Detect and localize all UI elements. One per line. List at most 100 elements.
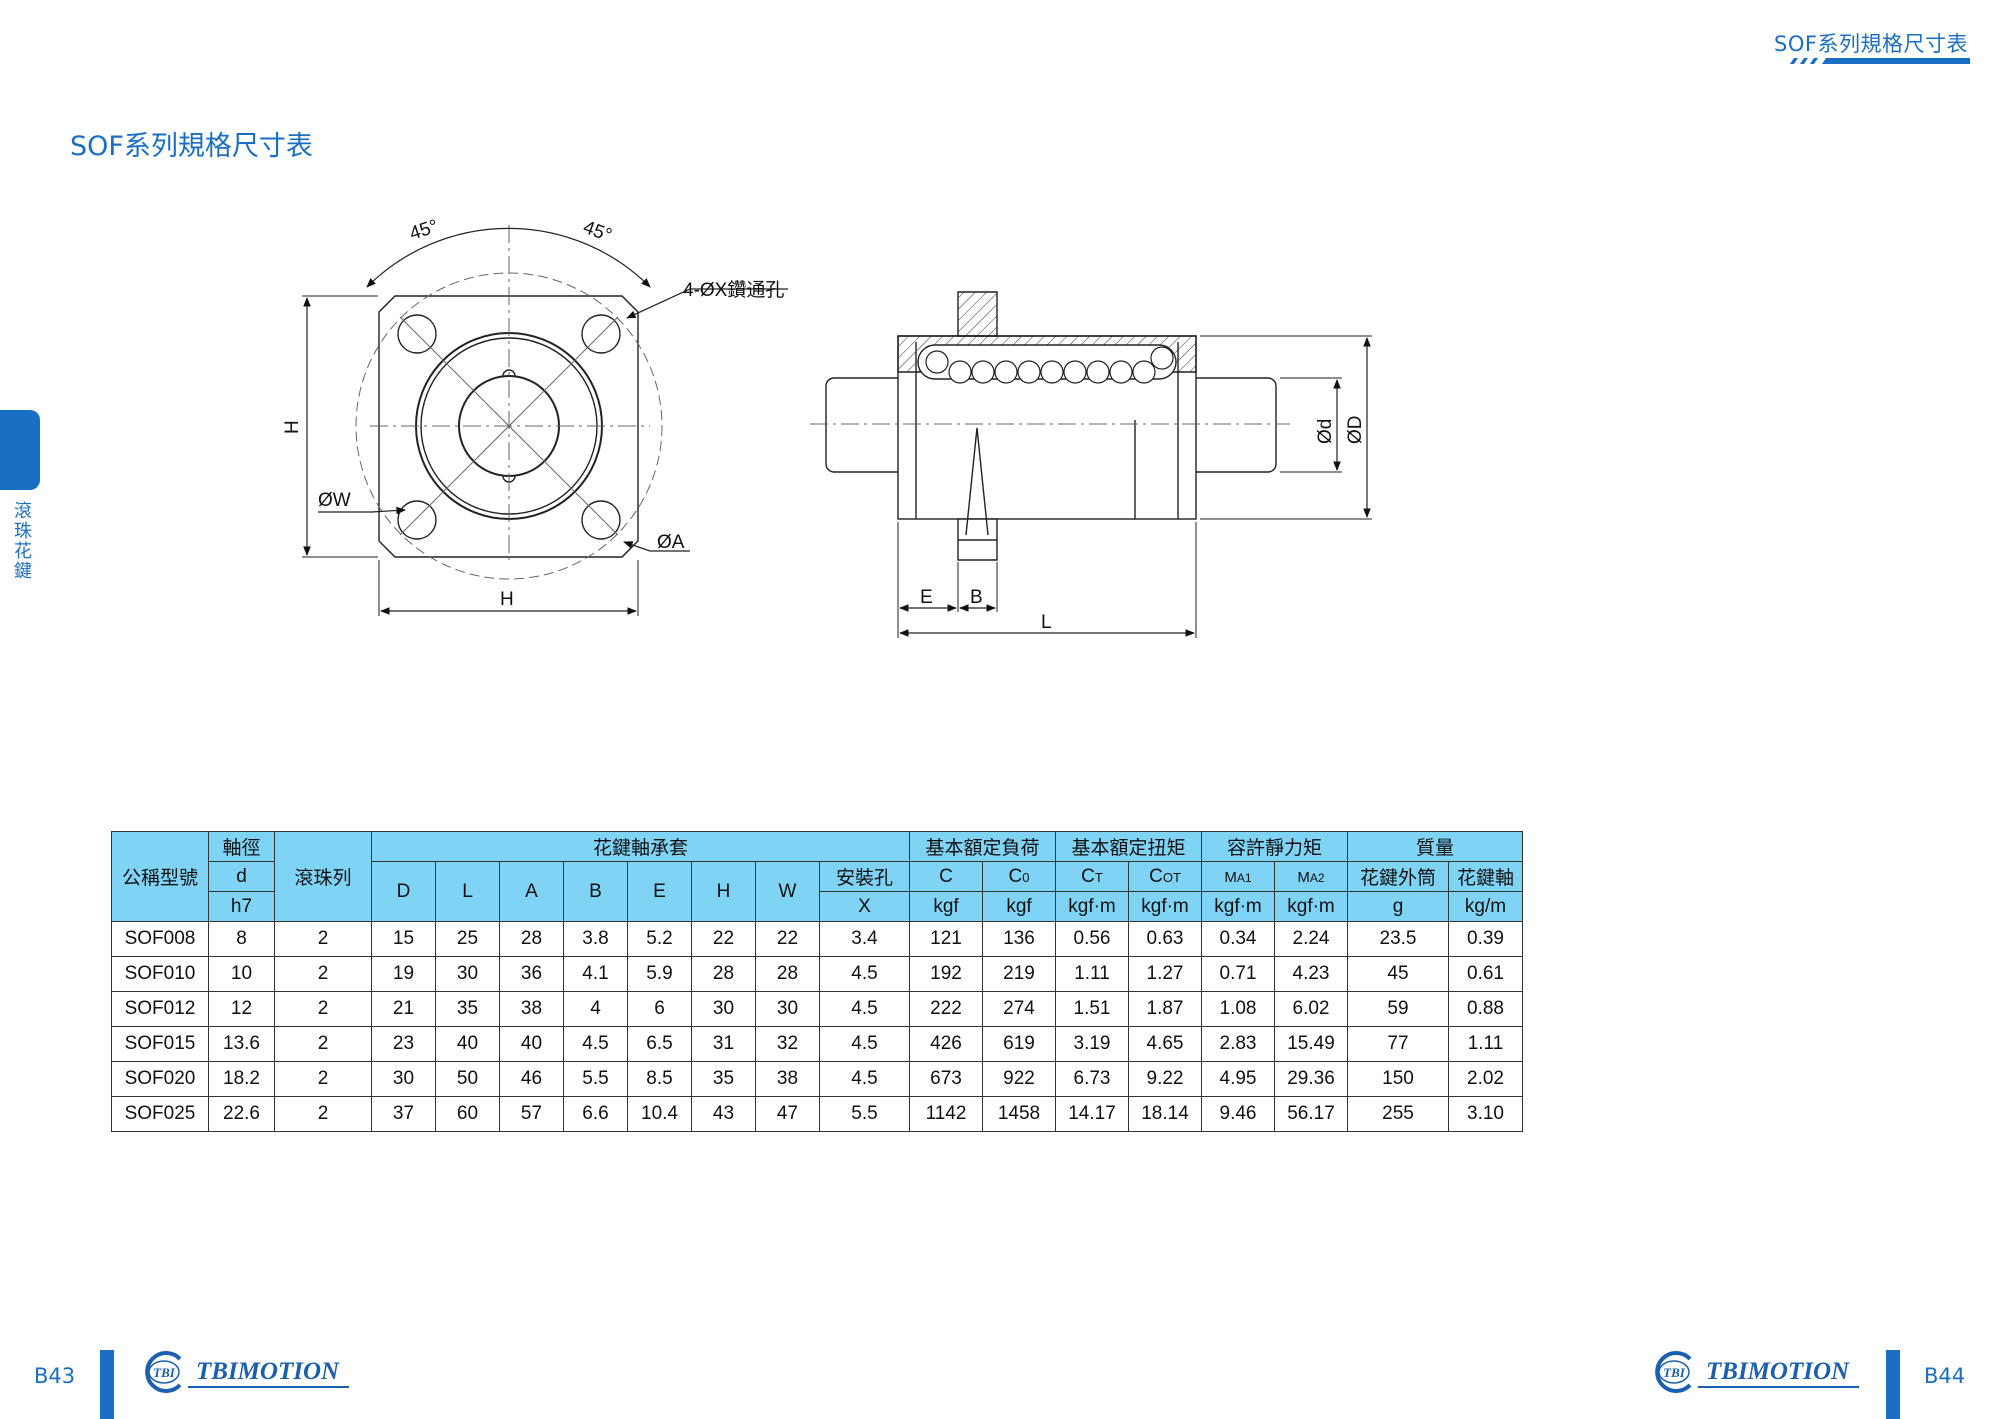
value-cell: 32 <box>755 1026 820 1062</box>
value-cell: 2.02 <box>1448 1061 1523 1097</box>
value-cell: 5.9 <box>627 956 692 992</box>
model-cell: SOF015 <box>111 1026 209 1062</box>
value-cell: 6.6 <box>563 1096 628 1132</box>
value-cell: 2 <box>274 1096 372 1132</box>
value-cell: 274 <box>982 991 1056 1027</box>
value-cell: 18.14 <box>1128 1096 1202 1132</box>
header-W: W <box>755 861 820 922</box>
value-cell: 1458 <box>982 1096 1056 1132</box>
tbi-logo-icon: TBI <box>145 1351 182 1393</box>
header-CT: CT <box>1055 861 1129 892</box>
value-cell: 150 <box>1347 1061 1449 1097</box>
value-cell: 5.5 <box>819 1096 910 1132</box>
value-cell: 2 <box>274 956 372 992</box>
unit-kgf: kgf <box>982 891 1056 922</box>
D-label: ØD <box>1345 416 1366 445</box>
header-A: A <box>499 861 564 922</box>
value-cell: 1142 <box>909 1096 983 1132</box>
value-cell: 3.19 <box>1055 1026 1129 1062</box>
value-cell: 2.24 <box>1274 921 1348 957</box>
value-cell: 9.46 <box>1201 1096 1275 1132</box>
unit-kgfm: kgf·m <box>1055 891 1129 922</box>
value-cell: 47 <box>755 1096 820 1132</box>
d-label: Ød <box>1315 419 1336 444</box>
value-cell: 2.83 <box>1201 1026 1275 1062</box>
value-cell: 43 <box>691 1096 756 1132</box>
value-cell: 2 <box>274 921 372 957</box>
value-cell: 23 <box>371 1026 436 1062</box>
value-cell: 4.5 <box>563 1026 628 1062</box>
header-shaft: 軸徑 <box>208 831 275 862</box>
value-cell: 38 <box>755 1061 820 1097</box>
value-cell: 18.2 <box>208 1061 275 1097</box>
value-cell: 35 <box>691 1061 756 1097</box>
header-D: D <box>371 861 436 922</box>
value-cell: 38 <box>499 991 564 1027</box>
header-mount-x: X <box>819 891 910 922</box>
value-cell: 4.65 <box>1128 1026 1202 1062</box>
value-cell: 1.11 <box>1448 1026 1523 1062</box>
value-cell: 4.95 <box>1201 1061 1275 1097</box>
value-cell: 22 <box>755 921 820 957</box>
logo-right: TBI TBIMOTION <box>1650 1350 1860 1394</box>
value-cell: 1.87 <box>1128 991 1202 1027</box>
e-label: E <box>920 587 933 608</box>
angle-left-label: 45° <box>407 216 441 245</box>
header-outer-mass: 花鍵外筒 <box>1347 861 1449 892</box>
header-torque: 基本額定扭矩 <box>1055 831 1202 862</box>
value-cell: 10 <box>208 956 275 992</box>
value-cell: 619 <box>982 1026 1056 1062</box>
header-COT: COT <box>1128 861 1202 892</box>
value-cell: 3.8 <box>563 921 628 957</box>
header-shaft-mass: 花鍵軸 <box>1448 861 1523 892</box>
value-cell: 23.5 <box>1347 921 1449 957</box>
value-cell: 219 <box>982 956 1056 992</box>
page-title: SOF系列規格尺寸表 <box>70 131 313 162</box>
value-cell: 60 <box>435 1096 500 1132</box>
value-cell: 40 <box>435 1026 500 1062</box>
value-cell: 31 <box>691 1026 756 1062</box>
page-number-right: B44 <box>1924 1364 1966 1388</box>
header-model: 公稱型號 <box>111 831 209 922</box>
model-cell: SOF012 <box>111 991 209 1027</box>
logo-text: TBIMOTION <box>1706 1358 1850 1385</box>
value-cell: 59 <box>1347 991 1449 1027</box>
angle-right-label: 45° <box>580 217 614 247</box>
value-cell: 3.10 <box>1448 1096 1523 1132</box>
l-label: L <box>1041 612 1052 633</box>
value-cell: 12 <box>208 991 275 1027</box>
value-cell: 5.5 <box>563 1061 628 1097</box>
value-cell: 19 <box>371 956 436 992</box>
a-label: ØA <box>657 532 685 553</box>
header-rows: 滾珠列 <box>274 831 372 922</box>
unit-kgf: kgf <box>909 891 983 922</box>
side-tab[interactable] <box>0 410 40 490</box>
unit-kgfm: kgf·m <box>1128 891 1202 922</box>
header-B: B <box>563 861 628 922</box>
value-cell: 37 <box>371 1096 436 1132</box>
h-vertical-label: H <box>282 420 303 434</box>
header-shaft-tol: h7 <box>208 891 275 922</box>
value-cell: 45 <box>1347 956 1449 992</box>
model-cell: SOF010 <box>111 956 209 992</box>
value-cell: 77 <box>1347 1026 1449 1062</box>
value-cell: 30 <box>691 991 756 1027</box>
footer-bar-left <box>100 1350 114 1419</box>
value-cell: 56.17 <box>1274 1096 1348 1132</box>
value-cell: 2 <box>274 1026 372 1062</box>
header-decoration <box>1790 58 1970 64</box>
value-cell: 6.02 <box>1274 991 1348 1027</box>
header-mass: 質量 <box>1347 831 1523 862</box>
header-nut: 花鍵軸承套 <box>371 831 910 862</box>
value-cell: 9.22 <box>1128 1061 1202 1097</box>
header-shaft-d: d <box>208 861 275 892</box>
table-header-row-2: d D L A B E H W 安裝孔 C C0 CT COT MA1 MA2 … <box>112 861 1523 922</box>
value-cell: 4.5 <box>819 956 910 992</box>
value-cell: 28 <box>755 956 820 992</box>
value-cell: 22 <box>691 921 756 957</box>
value-cell: 15 <box>371 921 436 957</box>
